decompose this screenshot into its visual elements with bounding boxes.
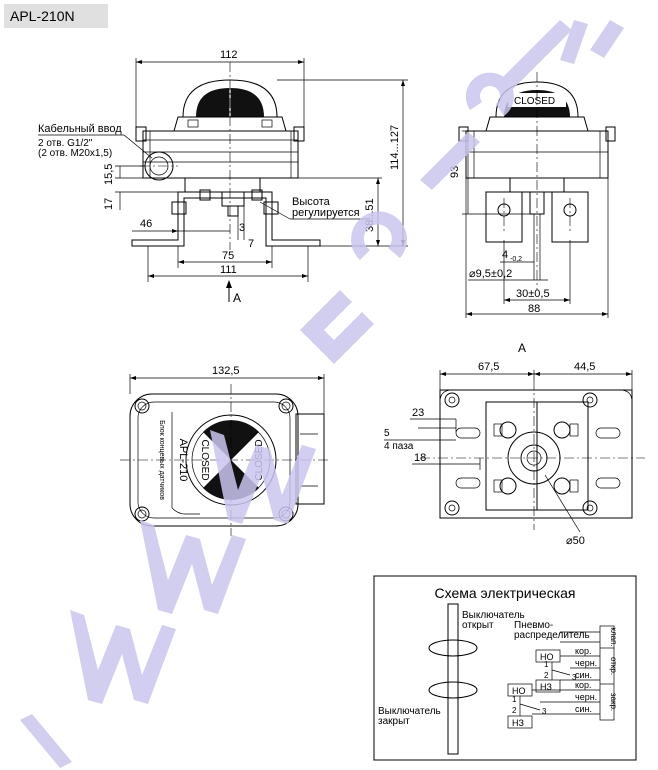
dim-3: 3 (239, 222, 245, 234)
switch-closed-2: закрыт (378, 716, 410, 727)
dim-88: 88 (528, 303, 540, 315)
dim-5: 5 (384, 428, 390, 439)
dim-4-tolerance: -0,2 (510, 256, 522, 263)
top-closed-left: CLOSED (199, 439, 210, 480)
valve-label-1: Пневмо- (514, 620, 553, 631)
electrical-schematic: Схема электрическая Выключатель открыт В… (373, 575, 637, 761)
wire-black-2: черн. (575, 692, 597, 702)
cable-entry-label: Кабельный ввод (38, 123, 122, 135)
model-title: APL-210N (4, 4, 108, 28)
wire-brown: кор. (575, 646, 592, 656)
wire-blue-2: син. (575, 704, 592, 714)
dim-30: 30±0,5 (516, 288, 550, 300)
side-closed-label: CLOSED (514, 96, 555, 107)
dim-44-5: 44,5 (574, 361, 595, 373)
dim-15-5: 15,5 (103, 164, 115, 185)
dim-46: 46 (140, 218, 152, 230)
group-closed: закр. (609, 693, 618, 711)
upper-pin2: 2 (544, 671, 549, 680)
lower-nc: НЗ (512, 718, 524, 728)
dim-d50: ⌀50 (566, 535, 585, 547)
switch-open-2: открыт (462, 620, 494, 631)
lower-no: НО (512, 686, 526, 696)
valve-label-2: распределитель (514, 630, 590, 641)
cable-entry-metric: (2 отв. M20x1,5) (38, 148, 112, 159)
dim-23: 23 (412, 407, 424, 419)
watermark (20, 20, 624, 768)
lower-pin3: 3 (542, 707, 547, 716)
height-label-1: Высота (292, 196, 331, 208)
group-open: откр. (609, 657, 618, 675)
dim-67-5: 67,5 (478, 361, 499, 373)
dim-17: 17 (103, 198, 115, 210)
front-view (131, 62, 321, 250)
wire-black: черн. (575, 658, 597, 668)
view-a-marker: A (233, 291, 241, 305)
view-a: A (384, 341, 645, 547)
wire-blue: син. (575, 670, 592, 680)
dim-9-5: ⌀9,5±0,2 (469, 268, 512, 280)
dim-4: 4 (502, 249, 508, 261)
front-dimensions: 112 114...127 38...51 15,5 17 46 (38, 49, 408, 305)
slots-label: 4 паза (384, 441, 414, 452)
switch-closed-1: Выключатель (378, 706, 441, 717)
group-valve: клап. (609, 627, 618, 646)
upper-nc: НЗ (540, 682, 552, 692)
side-dimensions: 93 4 -0,2 ⌀9,5±0,2 30±0,5 88 (449, 130, 609, 318)
dim-7: 7 (248, 238, 254, 250)
height-label-2: регулируется (292, 207, 360, 219)
upper-no: НО (540, 652, 554, 662)
view-a-title: A (518, 341, 526, 355)
dim-112: 112 (220, 49, 238, 61)
cable-entry-thread: 2 отв. G1/2" (38, 138, 93, 149)
dim-132-5: 132,5 (212, 365, 240, 377)
dim-111: 111 (220, 264, 237, 276)
schematic-title: Схема электрическая (434, 585, 575, 601)
dim-18: 18 (414, 452, 426, 464)
dim-75: 75 (222, 250, 234, 262)
lower-pin2: 2 (512, 706, 517, 715)
upper-pin3: 3 (572, 673, 577, 682)
side-view: CLOSED (458, 72, 616, 290)
wire-brown-2: кор. (575, 680, 592, 690)
lower-pin1: 1 (512, 695, 517, 704)
dim-114-127: 114...127 (389, 125, 401, 170)
switch-open-1: Выключатель (462, 610, 525, 621)
upper-pin1: 1 (544, 660, 549, 669)
